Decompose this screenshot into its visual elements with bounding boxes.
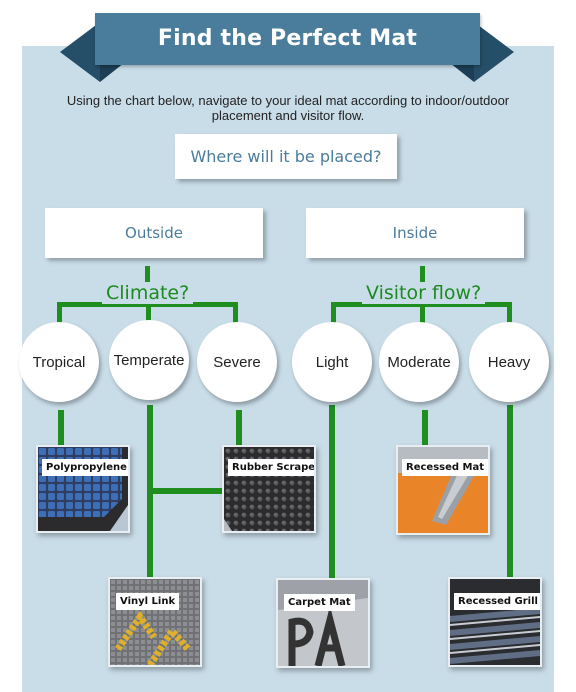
connector [57,302,62,324]
page-title: Find the Perfect Mat [95,13,480,65]
intro-text: Using the chart below, navigate to your … [66,93,510,123]
climate-label: Climate? [102,282,194,304]
option-severe: Severe [197,322,277,402]
connector [422,410,428,446]
connector [233,302,238,324]
vinyl-link-image [110,579,200,665]
mat-label: Vinyl Link [116,593,180,610]
carpet-mat-image [278,580,368,666]
recessed-grill-image [450,579,540,665]
question-box: Where will it be placed? [175,134,397,179]
connector [329,405,335,581]
mat-label: Carpet Mat [284,594,355,611]
mat-vinyl-link: Vinyl Link [108,577,202,667]
mat-polypropylene: Polypropylene [36,445,130,533]
option-temperate: Temperate [109,320,189,400]
outside-box: Outside [45,208,263,258]
option-moderate: Moderate [379,322,459,402]
banner-ribbons [60,22,514,82]
mat-recessed-grill: Recessed Grill [448,577,542,667]
connector [146,302,151,324]
option-tropical: Tropical [19,322,99,402]
connector [507,302,512,324]
mat-recessed: Recessed Mat [396,445,490,535]
option-light: Light [292,322,372,402]
visitor-flow-label: Visitor flow? [362,282,486,304]
inside-box: Inside [306,208,524,258]
connector [331,302,336,324]
connector [147,488,227,494]
mat-carpet: Carpet Mat [276,578,370,668]
connector [420,302,425,324]
mat-label: Rubber Scraper [228,459,314,476]
mat-rubber-scraper: Rubber Scraper [222,445,316,533]
mat-label: Polypropylene [42,459,128,476]
option-heavy: Heavy [469,322,549,402]
connector [236,410,242,446]
mat-label: Recessed Grill [454,593,540,610]
connector [507,405,513,581]
connector [58,410,64,446]
mat-label: Recessed Mat [402,459,488,476]
